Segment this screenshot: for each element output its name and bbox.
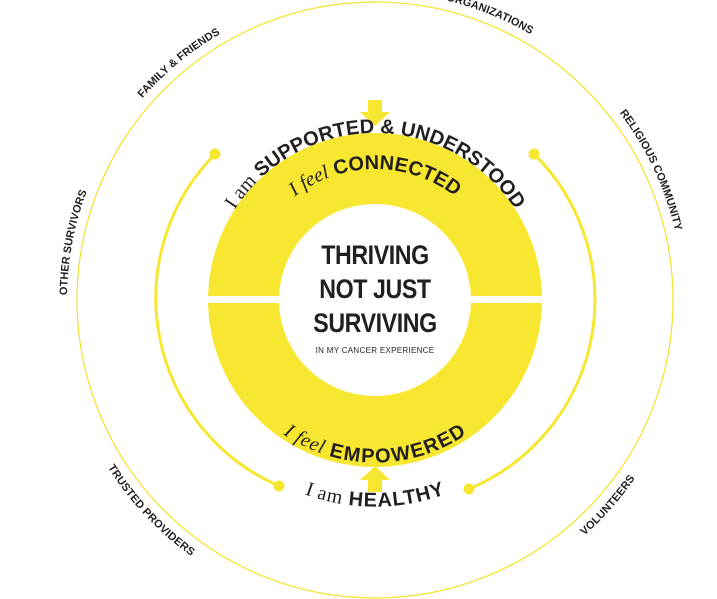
ring-divider-right	[471, 296, 545, 303]
arc-endpoint-dot	[209, 148, 221, 160]
outer-label-volunteers: VOLUNTEERS	[578, 473, 637, 538]
arc-endpoint-dot	[463, 483, 475, 495]
center-circle	[279, 204, 471, 396]
center-line-2: NOT JUST	[319, 274, 431, 304]
arc-endpoint-dot	[273, 480, 285, 492]
arc-endpoint-dot	[528, 148, 540, 160]
outer-label-trusted-providers: TRUSTED PROVIDERS	[105, 462, 196, 558]
ring-divider-left	[205, 296, 279, 303]
center-subline: IN MY CANCER EXPERIENCE	[315, 346, 435, 355]
center-heading: THRIVING NOT JUST SURVIVING IN MY CANCER…	[275, 238, 475, 355]
up-arrow-icon	[360, 466, 390, 492]
center-line-3: SURVIVING	[313, 308, 437, 338]
outer-ring	[76, 1, 674, 599]
outer-label-other-survivors: OTHER SURVIVORS	[58, 188, 90, 295]
center-line-1: THRIVING	[321, 240, 429, 270]
outer-label-religious-community: RELIGIOUS COMMUNITY	[617, 107, 684, 232]
middle-ring-left-arc	[154, 152, 280, 488]
middle-ring-right-arc	[468, 152, 597, 491]
outer-label-family-friends: FAMILY & FRIENDS	[136, 26, 222, 100]
down-arrow-icon	[360, 100, 390, 126]
